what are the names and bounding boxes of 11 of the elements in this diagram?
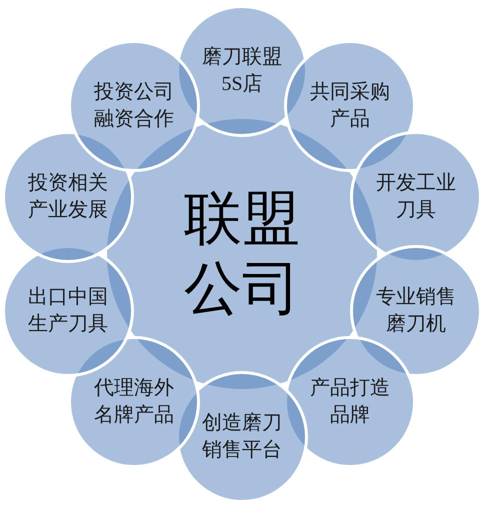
topic-label: 投资相关产业发展 bbox=[27, 171, 109, 223]
topic-label: 创造磨刀销售平台 bbox=[201, 411, 283, 463]
topic-label: 共同采购产品 bbox=[309, 80, 391, 132]
hub-label: 联盟公司 bbox=[182, 185, 301, 323]
topic-label: 代理海外名牌产品 bbox=[93, 376, 175, 428]
topic-label: 出口中国生产刀具 bbox=[27, 285, 109, 337]
topic-label: 磨刀联盟5S店 bbox=[201, 45, 283, 97]
topic-label: 专业销售磨刀机 bbox=[375, 285, 457, 337]
topic-label: 产品打造品牌 bbox=[309, 376, 391, 428]
topic-label: 投资公司融资合作 bbox=[93, 80, 175, 132]
topic-label: 开发工业刀具 bbox=[375, 171, 457, 223]
